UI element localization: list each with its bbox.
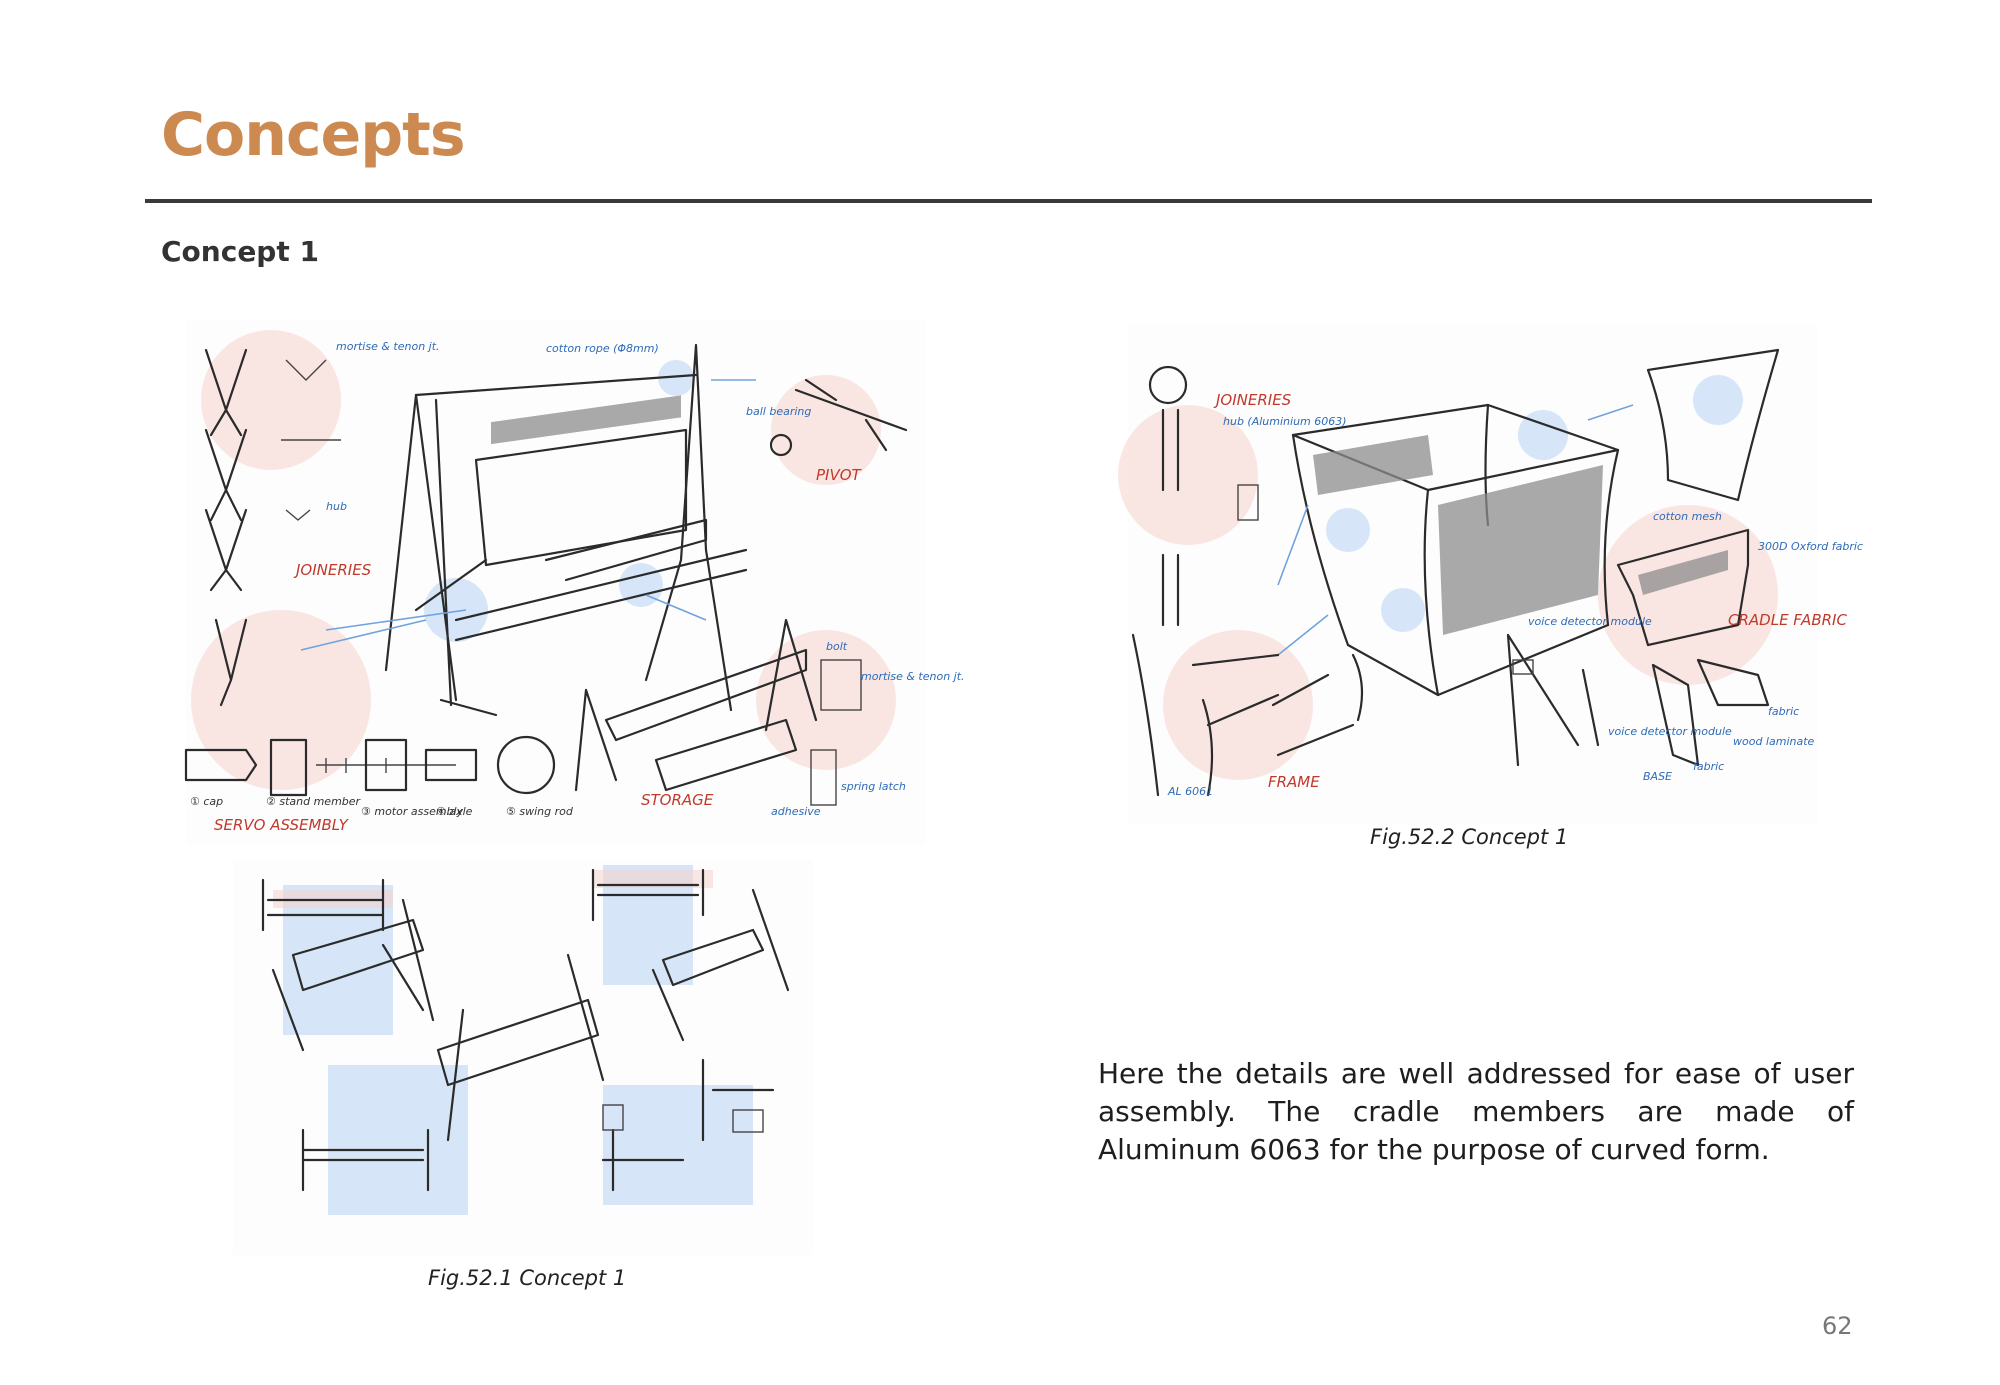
note-spring-latch: spring latch (841, 780, 906, 793)
figure-concept1-storage-sketches (233, 860, 813, 1255)
note-adhesive: adhesive (771, 805, 821, 818)
note-joineries-2: JOINERIES (1213, 391, 1292, 409)
note-al6061: AL 6061 (1167, 785, 1213, 798)
page-number: 62 (1822, 1312, 1853, 1340)
note-cotton-mesh: cotton mesh (1653, 510, 1722, 523)
note-axle: ④ axle (436, 805, 473, 818)
figure-concept1-frame-sketch: JOINERIES hub (Aluminium 6063) cotton me… (1118, 325, 1863, 825)
note-voice-module: voice detector module (1528, 615, 1652, 628)
description-paragraph: Here the details are well addressed for … (1098, 1057, 1854, 1166)
note-swing-rod: ⑤ swing rod (506, 805, 574, 818)
figure-concept1-sketch-sheet: mortise & tenon jt. hub JOINERIES cotton… (184, 320, 965, 845)
note-ball-bearing: ball bearing (746, 405, 811, 418)
note-pivot: PIVOT (816, 466, 863, 484)
note-stand-member: ② stand member (266, 795, 362, 808)
note-motor-assembly: ③ motor assembly (361, 805, 464, 818)
note-voice-module-2: voice detector module (1608, 725, 1732, 738)
note-cotton-rope: cotton rope (Φ8mm) (546, 342, 659, 355)
note-oxford-fabric: 300D Oxford fabric (1758, 540, 1863, 553)
page-title: Concepts (161, 100, 466, 170)
note-bolt: bolt (826, 640, 848, 653)
frame-sketch-drawing: JOINERIES hub (Aluminium 6063) cotton me… (1118, 348, 1863, 798)
note-wood-laminate: wood laminate (1733, 735, 1815, 748)
note-hub: hub (326, 500, 347, 513)
note-hub-aluminium: hub (Aluminium 6063) (1223, 415, 1347, 428)
note-mortise-tenon: mortise & tenon jt. (336, 340, 440, 353)
note-storage: STORAGE (641, 791, 714, 809)
note-fabric: fabric (1768, 705, 1799, 718)
section-subtitle: Concept 1 (161, 235, 319, 268)
note-fabric-2: fabric (1693, 760, 1724, 773)
figure-52-1-caption: Fig.52.1 Concept 1 (428, 1266, 627, 1290)
concept1-sketch-drawing: mortise & tenon jt. hub JOINERIES cotton… (184, 330, 965, 834)
figure-52-2-caption: Fig.52.2 Concept 1 (1370, 825, 1569, 849)
note-frame: FRAME (1268, 773, 1320, 791)
note-cap: ① cap (190, 795, 223, 808)
note-cradle-fabric: CRADLE FABRIC (1728, 611, 1847, 629)
title-divider (145, 199, 1872, 203)
note-servo-assembly: SERVO ASSEMBLY (214, 816, 350, 834)
note-joineries: JOINERIES (293, 561, 372, 579)
note-base: BASE (1643, 770, 1672, 783)
note-mortise-tenon-2: mortise & tenon jt. (861, 670, 965, 683)
storage-sketch-drawing (261, 865, 790, 1215)
